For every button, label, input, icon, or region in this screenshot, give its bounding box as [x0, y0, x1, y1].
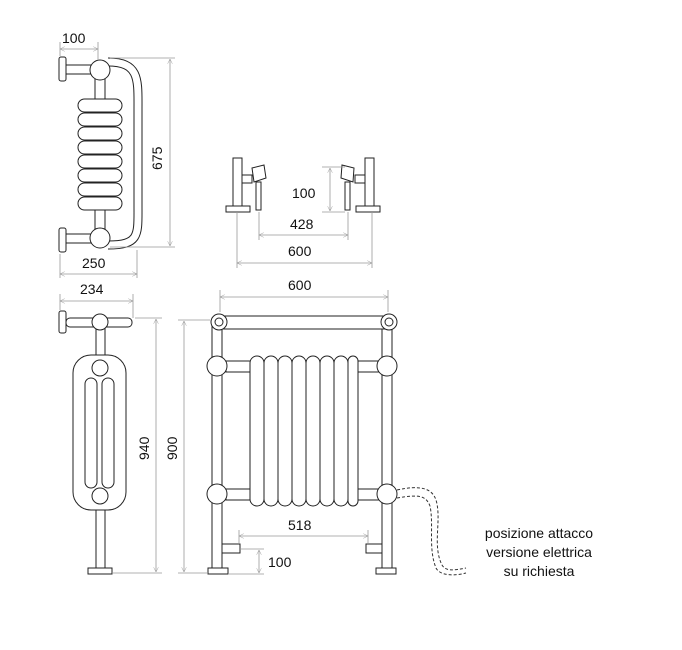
svg-text:su richiesta: su richiesta [504, 563, 575, 579]
dim-pipe-height-100: 100 [268, 554, 292, 570]
dim-depth-234: 234 [80, 281, 104, 297]
dim-depth-100: 100 [62, 30, 86, 46]
svg-text:versione elettrica: versione elettrica [486, 544, 592, 560]
dim-width-600: 600 [288, 243, 312, 259]
radiator-fins [77, 98, 123, 211]
dim-centers-428: 428 [290, 216, 314, 232]
dim-width-600-front: 600 [288, 277, 312, 293]
electric-connection-note: posizione attacco versione elettrica su … [485, 525, 593, 579]
side-view: 234 940 [58, 281, 162, 575]
dim-height-675: 675 [149, 146, 165, 170]
valves-view: 100 428 600 [225, 157, 381, 268]
side-view-small: 100 675 250 [58, 30, 175, 278]
dim-width-250: 250 [82, 255, 106, 271]
dim-valve-height-100: 100 [292, 185, 316, 201]
svg-text:posizione attacco: posizione attacco [485, 525, 593, 541]
radiator-columns [249, 355, 359, 507]
front-view: 600 900 518 100 [164, 277, 467, 576]
dim-height-940: 940 [136, 436, 152, 460]
dim-height-900: 900 [164, 436, 180, 460]
dim-centers-518: 518 [288, 517, 312, 533]
